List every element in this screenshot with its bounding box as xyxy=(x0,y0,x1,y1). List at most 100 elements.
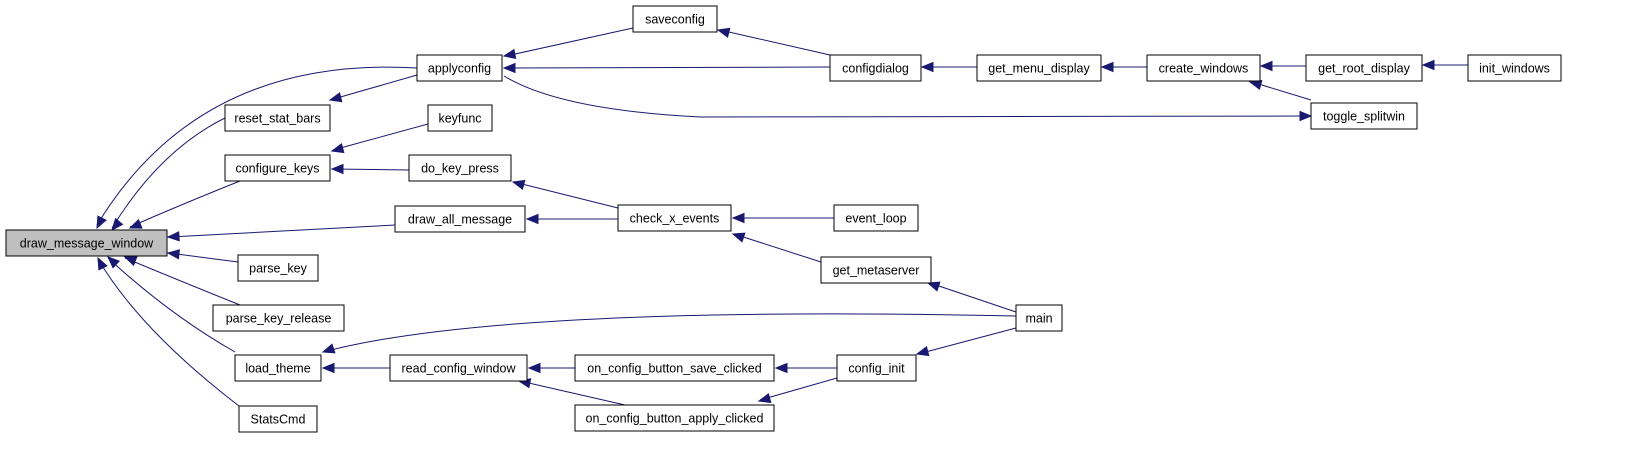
node-toggle-splitwin[interactable]: toggle_splitwin xyxy=(1310,102,1418,130)
node-label: get_metaserver xyxy=(833,264,920,278)
node-draw-message-window[interactable]: draw_message_window xyxy=(5,229,168,257)
arrowhead-icon xyxy=(107,256,121,269)
node-box xyxy=(976,54,1102,82)
node-box xyxy=(237,254,319,282)
node-parse-key-release[interactable]: parse_key_release xyxy=(212,304,345,332)
node-read-config-window[interactable]: read_config_window xyxy=(389,354,528,382)
arrowhead-icon xyxy=(502,62,516,74)
node-box xyxy=(5,229,168,257)
arrowhead-icon xyxy=(920,61,934,73)
node-label: configure_keys xyxy=(235,162,319,176)
node-label: init_windows xyxy=(1479,62,1550,76)
arrowhead-icon xyxy=(96,215,107,230)
node-on-config-button-save-clicked[interactable]: on_config_button_save_clicked xyxy=(574,354,775,382)
node-config-init[interactable]: config_init xyxy=(836,354,917,382)
call-edge xyxy=(503,75,1312,118)
node-label: read_config_window xyxy=(402,362,517,376)
arrowhead-icon xyxy=(330,142,345,154)
node-label: parse_key_release xyxy=(226,312,332,326)
call-edge xyxy=(169,224,396,238)
call-edge xyxy=(97,258,240,407)
node-label: do_key_press xyxy=(421,162,499,176)
node-get-menu-display[interactable]: get_menu_display xyxy=(976,54,1102,82)
call-edge xyxy=(129,180,241,228)
node-get-root-display[interactable]: get_root_display xyxy=(1305,54,1423,82)
arrowhead-icon xyxy=(502,48,517,60)
arrowhead-icon xyxy=(757,392,772,404)
call-edge xyxy=(929,282,1017,313)
arrowhead-icon xyxy=(926,281,941,292)
node-box xyxy=(238,405,318,433)
node-label: draw_message_window xyxy=(20,237,154,251)
node-box xyxy=(574,404,775,432)
node-parse-key[interactable]: parse_key xyxy=(237,254,319,282)
arrowhead-icon xyxy=(128,218,143,229)
node-box xyxy=(617,204,732,232)
node-label: applyconfig xyxy=(428,62,491,76)
call-edge xyxy=(322,313,1017,353)
node-load-theme[interactable]: load_theme xyxy=(234,354,322,382)
node-label: toggle_splitwin xyxy=(1323,110,1405,124)
node-label: get_root_display xyxy=(1318,62,1410,76)
arrowhead-icon xyxy=(774,362,788,374)
call-edge xyxy=(733,233,822,263)
arrowhead-icon xyxy=(1100,61,1114,73)
node-box xyxy=(224,104,331,132)
node-box xyxy=(389,354,528,382)
call-edge xyxy=(111,117,226,229)
call-edge xyxy=(124,257,241,306)
arrowhead-icon xyxy=(166,231,180,242)
node-on-config-button-apply-clicked[interactable]: on_config_button_apply_clicked xyxy=(574,404,775,432)
node-label: get_menu_display xyxy=(988,62,1090,76)
node-event-loop[interactable]: event_loop xyxy=(833,204,919,232)
node-draw-all-message[interactable]: draw_all_message xyxy=(394,205,526,233)
arrowhead-icon xyxy=(330,163,344,175)
node-saveconfig[interactable]: saveconfig xyxy=(632,5,718,33)
arrowhead-icon xyxy=(123,256,138,267)
node-label: on_config_button_save_clicked xyxy=(587,362,761,376)
arrowhead-icon xyxy=(731,212,745,224)
node-label: on_config_button_apply_clicked xyxy=(586,412,764,426)
arrowhead-icon xyxy=(166,249,181,260)
call-edge xyxy=(329,74,418,101)
node-box xyxy=(829,54,922,82)
node-keyfunc[interactable]: keyfunc xyxy=(427,104,493,132)
node-reset-stat-bars[interactable]: reset_stat_bars xyxy=(224,104,331,132)
call-edge xyxy=(1251,81,1312,101)
node-init-windows[interactable]: init_windows xyxy=(1467,54,1562,82)
node-create-windows[interactable]: create_windows xyxy=(1146,54,1261,82)
call-edge xyxy=(917,327,1017,355)
node-box xyxy=(1305,54,1423,82)
call-edge xyxy=(332,168,410,171)
nodes: draw_message_window applyconfig reset_stat… xyxy=(5,5,1562,433)
node-label: load_theme xyxy=(245,362,310,376)
node-box xyxy=(1146,54,1261,82)
edges xyxy=(96,27,1468,407)
arrowhead-icon xyxy=(1259,60,1273,72)
arrowhead-icon xyxy=(525,213,539,225)
arrowhead-icon xyxy=(321,362,335,374)
call-edge xyxy=(332,123,429,151)
node-configure-keys[interactable]: configure_keys xyxy=(224,154,331,182)
node-label: parse_key xyxy=(249,262,307,276)
node-box xyxy=(212,304,345,332)
node-label: draw_all_message xyxy=(408,213,512,227)
node-get-metaserver[interactable]: get_metaserver xyxy=(820,256,932,284)
arrowhead-icon xyxy=(1421,59,1435,71)
call-edge xyxy=(505,66,831,69)
node-configdialog[interactable]: configdialog xyxy=(829,54,922,82)
node-box xyxy=(234,354,322,382)
arrowhead-icon xyxy=(1299,110,1313,122)
node-statscmd[interactable]: StatsCmd xyxy=(238,405,318,433)
node-label: configdialog xyxy=(842,62,909,76)
node-main[interactable]: main xyxy=(1015,304,1063,332)
node-check-x-events[interactable]: check_x_events xyxy=(617,204,732,232)
arrowhead-icon xyxy=(111,217,124,232)
node-label: keyfunc xyxy=(438,112,481,126)
node-do-key-press[interactable]: do_key_press xyxy=(408,154,512,182)
arrowhead-icon xyxy=(915,345,930,357)
arrowhead-icon xyxy=(97,256,108,271)
node-applyconfig[interactable]: applyconfig xyxy=(416,54,503,82)
node-box xyxy=(574,354,775,382)
